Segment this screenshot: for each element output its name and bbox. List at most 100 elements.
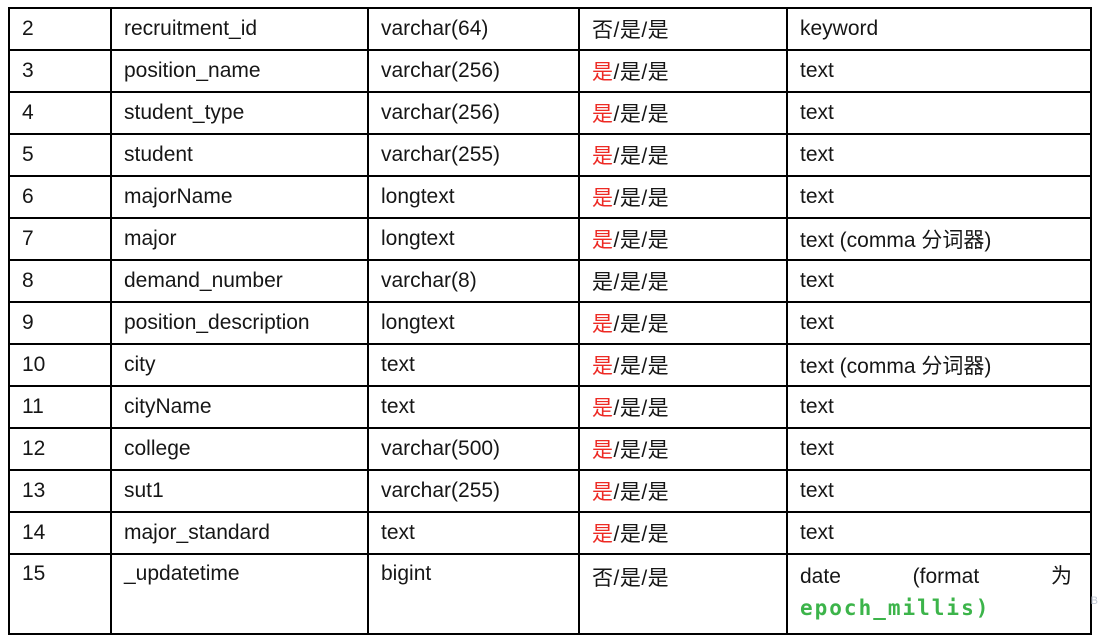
cell-field-name: city <box>110 343 369 387</box>
cell-index-flags: 是/是/是 <box>578 217 788 261</box>
cell-es-type: text <box>786 259 1092 303</box>
cell-index-flags: 是/是/是 <box>578 301 788 345</box>
flag-rest-values: /是/是 <box>613 439 670 462</box>
cell-db-type: text <box>367 511 580 555</box>
cell-db-type: longtext <box>367 301 580 345</box>
cell-row-number: 12 <box>8 427 112 471</box>
flag-first-value: 否 <box>592 19 614 42</box>
flag-first-value: 是 <box>592 229 614 252</box>
cell-es-type: text (comma 分词器) <box>786 217 1092 261</box>
watermark-fragment: B <box>1090 595 1098 607</box>
cell-index-flags: 是/是/是 <box>578 469 788 513</box>
cell-field-name: cityName <box>110 385 369 429</box>
cell-index-flags: 是/是/是 <box>578 49 788 93</box>
cell-field-name: demand_number <box>110 259 369 303</box>
flag-rest-values: /是/是 <box>613 355 670 378</box>
cell-row-number: 2 <box>8 7 112 51</box>
flag-first-value: 是 <box>592 61 614 84</box>
cell-row-number: 14 <box>8 511 112 555</box>
cell-field-name: major_standard <box>110 511 369 555</box>
es-type-epoch-millis: epoch_millis) <box>800 596 991 620</box>
flag-rest-values: /是/是 <box>613 61 670 84</box>
cell-field-name: college <box>110 427 369 471</box>
cell-db-type: varchar(256) <box>367 49 580 93</box>
cell-field-name: major <box>110 217 369 261</box>
cell-row-number: 9 <box>8 301 112 345</box>
cell-db-type: varchar(255) <box>367 133 580 177</box>
cell-es-type: text <box>786 385 1092 429</box>
cell-field-name: student <box>110 133 369 177</box>
flag-rest-values: /是/是 <box>613 567 670 590</box>
cell-field-name: _updatetime <box>110 553 369 635</box>
flag-rest-values: /是/是 <box>613 397 670 420</box>
table-row: 6 majorName longtext 是/是/是 text <box>8 175 1092 219</box>
cell-field-name: position_description <box>110 301 369 345</box>
table-row: 12 college varchar(500) 是/是/是 text <box>8 427 1092 471</box>
cell-row-number: 5 <box>8 133 112 177</box>
cell-es-type: text <box>786 427 1092 471</box>
cell-index-flags: 是/是/是 <box>578 343 788 387</box>
cell-es-type: text <box>786 301 1092 345</box>
cell-field-name: student_type <box>110 91 369 135</box>
flag-rest-values: /是/是 <box>613 313 670 336</box>
cell-db-type: varchar(64) <box>367 7 580 51</box>
flag-rest-values: /是/是 <box>613 103 670 126</box>
cell-row-number: 7 <box>8 217 112 261</box>
flag-first-value: 是 <box>592 397 614 420</box>
cell-db-type: text <box>367 385 580 429</box>
es-type-word: 为 <box>1050 565 1072 588</box>
flag-first-value: 是 <box>592 523 614 546</box>
flag-first-value: 是 <box>592 271 614 294</box>
cell-es-type: text <box>786 133 1092 177</box>
cell-row-number: 3 <box>8 49 112 93</box>
table-row: 5 student varchar(255) 是/是/是 text <box>8 133 1092 177</box>
cell-es-type: text <box>786 469 1092 513</box>
flag-first-value: 是 <box>592 481 614 504</box>
flag-first-value: 是 <box>592 187 614 210</box>
cell-row-number: 4 <box>8 91 112 135</box>
flag-first-value: 是 <box>592 145 614 168</box>
table-row: 4 student_type varchar(256) 是/是/是 text <box>8 91 1092 135</box>
cell-es-type: text <box>786 91 1092 135</box>
cell-field-name: majorName <box>110 175 369 219</box>
cell-index-flags: 是/是/是 <box>578 175 788 219</box>
cell-index-flags: 是/是/是 <box>578 427 788 471</box>
es-type-word: (format <box>912 565 980 588</box>
cell-es-type: keyword <box>786 7 1092 51</box>
cell-db-type: longtext <box>367 217 580 261</box>
schema-table-body: 2 recruitment_id varchar(64) 否/是/是 keywo… <box>8 7 1092 635</box>
flag-first-value: 是 <box>592 355 614 378</box>
table-row: 10 city text 是/是/是 text (comma 分词器) <box>8 343 1092 387</box>
cell-index-flags: 是/是/是 <box>578 133 788 177</box>
cell-field-name: recruitment_id <box>110 7 369 51</box>
table-row: 14 major_standard text 是/是/是 text <box>8 511 1092 555</box>
cell-index-flags: 否/是/是 <box>578 553 788 635</box>
cell-db-type: varchar(8) <box>367 259 580 303</box>
cell-db-type: text <box>367 343 580 387</box>
cell-db-type: varchar(256) <box>367 91 580 135</box>
table-row: 7 major longtext 是/是/是 text (comma 分词器) <box>8 217 1092 261</box>
cell-row-number: 13 <box>8 469 112 513</box>
flag-rest-values: /是/是 <box>613 481 670 504</box>
cell-row-number: 6 <box>8 175 112 219</box>
cell-es-type: text <box>786 511 1092 555</box>
cell-index-flags: 否/是/是 <box>578 7 788 51</box>
flag-first-value: 否 <box>592 567 614 590</box>
cell-db-type: varchar(500) <box>367 427 580 471</box>
table-row: 3 position_name varchar(256) 是/是/是 text <box>8 49 1092 93</box>
cell-es-type: text (comma 分词器) <box>786 343 1092 387</box>
flag-first-value: 是 <box>592 103 614 126</box>
flag-rest-values: /是/是 <box>613 145 670 168</box>
cell-index-flags: 是/是/是 <box>578 91 788 135</box>
schema-mapping-table: 2 recruitment_id varchar(64) 否/是/是 keywo… <box>8 7 1092 635</box>
cell-row-number: 11 <box>8 385 112 429</box>
flag-first-value: 是 <box>592 439 614 462</box>
flag-rest-values: /是/是 <box>613 187 670 210</box>
flag-rest-values: /是/是 <box>613 229 670 252</box>
flag-rest-values: /是/是 <box>613 19 670 42</box>
table-row: 8 demand_number varchar(8) 是/是/是 text <box>8 259 1092 303</box>
cell-index-flags: 是/是/是 <box>578 259 788 303</box>
flag-rest-values: /是/是 <box>613 271 670 294</box>
